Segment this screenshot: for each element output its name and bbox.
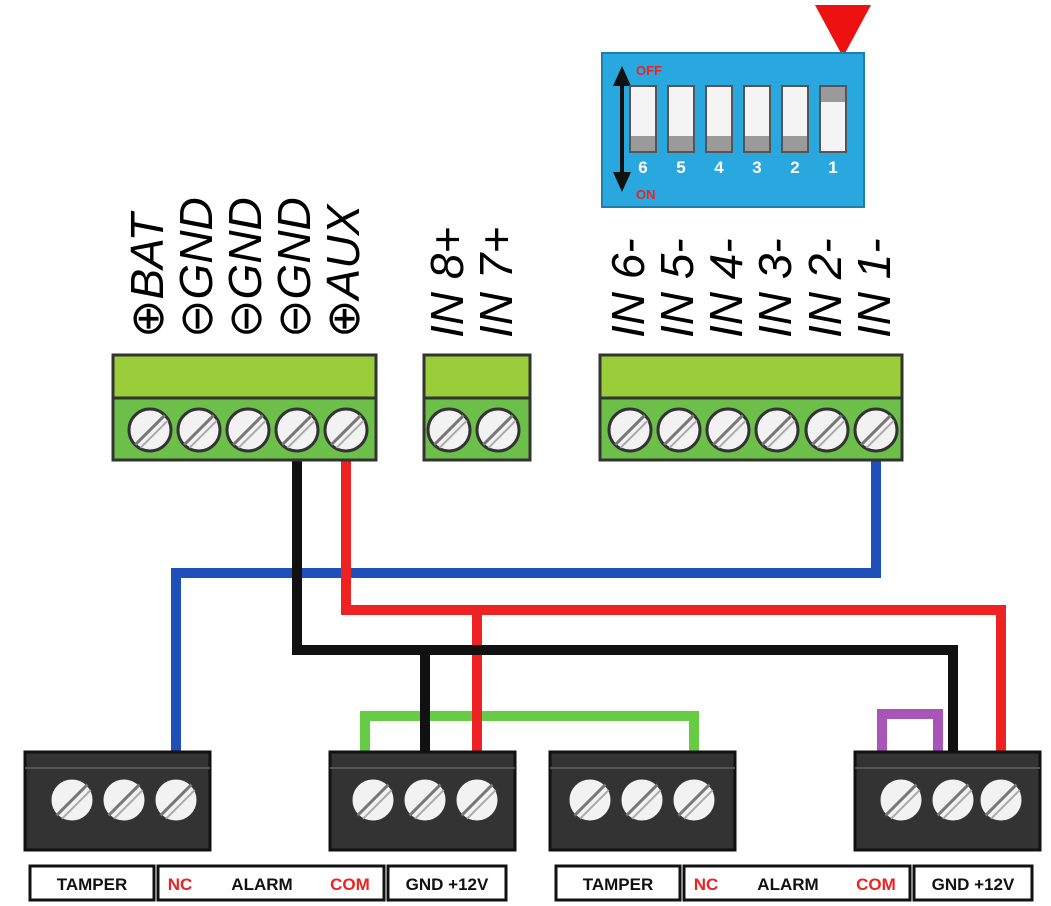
sensor-right-power: GND +12V (932, 875, 1015, 894)
arrow-up-icon (613, 66, 631, 86)
polarity-symbol: ⊕ (317, 299, 369, 338)
polarity-symbol: ⊖ (268, 299, 320, 338)
sensor-right-alarm-terminal (853, 750, 1042, 852)
terminal-screw[interactable] (804, 407, 850, 453)
purple-wire (877, 709, 943, 752)
power-terminal-label: ⊖GND (170, 197, 222, 338)
input-label: IN 8+ (421, 227, 473, 338)
dip-lever-4[interactable] (705, 85, 733, 153)
terminal-screw[interactable] (225, 407, 271, 453)
sensor-left-nc: NC (168, 875, 193, 894)
dip-on-label: ON (636, 187, 656, 202)
input-label: IN 5- (651, 238, 703, 338)
terminal-screw[interactable] (475, 407, 521, 453)
terminal-screw[interactable] (607, 407, 653, 453)
sensor-terminal-screw[interactable] (152, 776, 200, 824)
terminal-screw[interactable] (754, 407, 800, 453)
input-label: IN 4- (700, 238, 752, 338)
sensor-left-alarm-terminal (328, 750, 517, 852)
input-78-terminal-block (422, 353, 532, 462)
panel-terminals (111, 353, 904, 462)
sensor-right-com: COM (856, 875, 896, 894)
terminal-screw[interactable] (705, 407, 751, 453)
terminal-name: BAT (121, 211, 173, 300)
dip-number: 2 (790, 158, 799, 177)
polarity-symbol: ⊕ (121, 299, 173, 338)
power-terminal-label: ⊕BAT (121, 211, 173, 338)
sensor-terminal-screw[interactable] (929, 776, 977, 824)
input-label: IN 6- (602, 238, 654, 338)
blue-wire (171, 440, 881, 752)
terminal-screw[interactable] (176, 407, 222, 453)
dip-lever-5[interactable] (667, 85, 695, 153)
sensor-terminal-screw[interactable] (670, 776, 718, 824)
sensor-terminal-screw[interactable] (566, 776, 614, 824)
power-terminal-label: ⊖GND (219, 197, 271, 338)
red-wire-aux (341, 440, 1006, 752)
input-label: IN 3- (749, 238, 801, 338)
dip-number: 5 (676, 158, 685, 177)
terminal-name: AUX (317, 203, 369, 303)
polarity-symbol: ⊖ (170, 299, 222, 338)
selected-switch-arrow-icon (815, 5, 871, 57)
terminal-screw[interactable] (274, 407, 320, 453)
dip-lever-1[interactable] (819, 85, 847, 153)
sensor-right-labels: TAMPER NC ALARM COM GND +12V (554, 864, 1034, 902)
power-terminal-label: ⊕AUX (317, 203, 369, 338)
sensor-right-nc: NC (694, 875, 719, 894)
dip-switch: OFF ON 6 5 4 3 2 1 (601, 5, 871, 208)
input-label: IN 7+ (470, 227, 522, 338)
sensor-left-labels: TAMPER NC ALARM COM GND +12V (28, 864, 508, 902)
dip-number: 4 (714, 158, 724, 177)
power-terminal-block (111, 353, 378, 462)
terminal-screw[interactable] (127, 407, 173, 453)
terminal-name: GND (268, 197, 320, 299)
sensor-right-tamper-terminal (548, 750, 737, 852)
terminal-name: GND (219, 197, 271, 299)
sensor-left-power: GND +12V (406, 875, 489, 894)
sensor-terminals (23, 750, 1042, 852)
sensor-left-alarm: ALARM (231, 875, 292, 894)
green-wire (360, 711, 699, 752)
input-78-labels: IN 8+IN 7+ (421, 227, 522, 338)
sensor-terminal-screw[interactable] (48, 776, 96, 824)
black-wire-gnd (292, 440, 958, 752)
sensor-terminal-screw[interactable] (977, 776, 1025, 824)
dip-off-label: OFF (636, 63, 662, 78)
wires (171, 440, 1006, 752)
dip-lever-3[interactable] (743, 85, 771, 153)
sensor-left-tamper-terminal (23, 750, 212, 852)
arrow-down-icon (613, 172, 631, 192)
polarity-symbol: ⊖ (219, 299, 271, 338)
input-1-6-labels: IN 6-IN 5-IN 4-IN 3-IN 2-IN 1- (602, 238, 900, 338)
dip-lever-2[interactable] (781, 85, 809, 153)
power-terminal-labels: ⊕BAT⊖GND⊖GND⊖GND⊕AUX (121, 197, 369, 338)
sensor-terminal-screw[interactable] (618, 776, 666, 824)
sensor-terminal-screw[interactable] (453, 776, 501, 824)
dip-number: 3 (752, 158, 761, 177)
sensor-terminal-screw[interactable] (100, 776, 148, 824)
sensor-terminal-screw[interactable] (349, 776, 397, 824)
terminal-screw[interactable] (426, 407, 472, 453)
input-label: IN 2- (799, 238, 851, 338)
sensor-right-alarm: ALARM (757, 875, 818, 894)
power-terminal-label: ⊖GND (268, 197, 320, 338)
sensor-terminal-screw[interactable] (877, 776, 925, 824)
sensor-left-tamper: TAMPER (57, 875, 128, 894)
sensor-terminal-screw[interactable] (401, 776, 449, 824)
terminal-screw[interactable] (853, 407, 899, 453)
terminal-screw[interactable] (656, 407, 702, 453)
input-label: IN 1- (848, 238, 900, 338)
sensor-left-com: COM (330, 875, 370, 894)
input-1-6-terminal-block (598, 353, 904, 462)
terminal-name: GND (170, 197, 222, 299)
dip-lever-6[interactable] (629, 85, 657, 153)
dip-number: 6 (638, 158, 647, 177)
sensor-right-tamper: TAMPER (583, 875, 654, 894)
dip-number: 1 (828, 158, 837, 177)
terminal-screw[interactable] (323, 407, 369, 453)
